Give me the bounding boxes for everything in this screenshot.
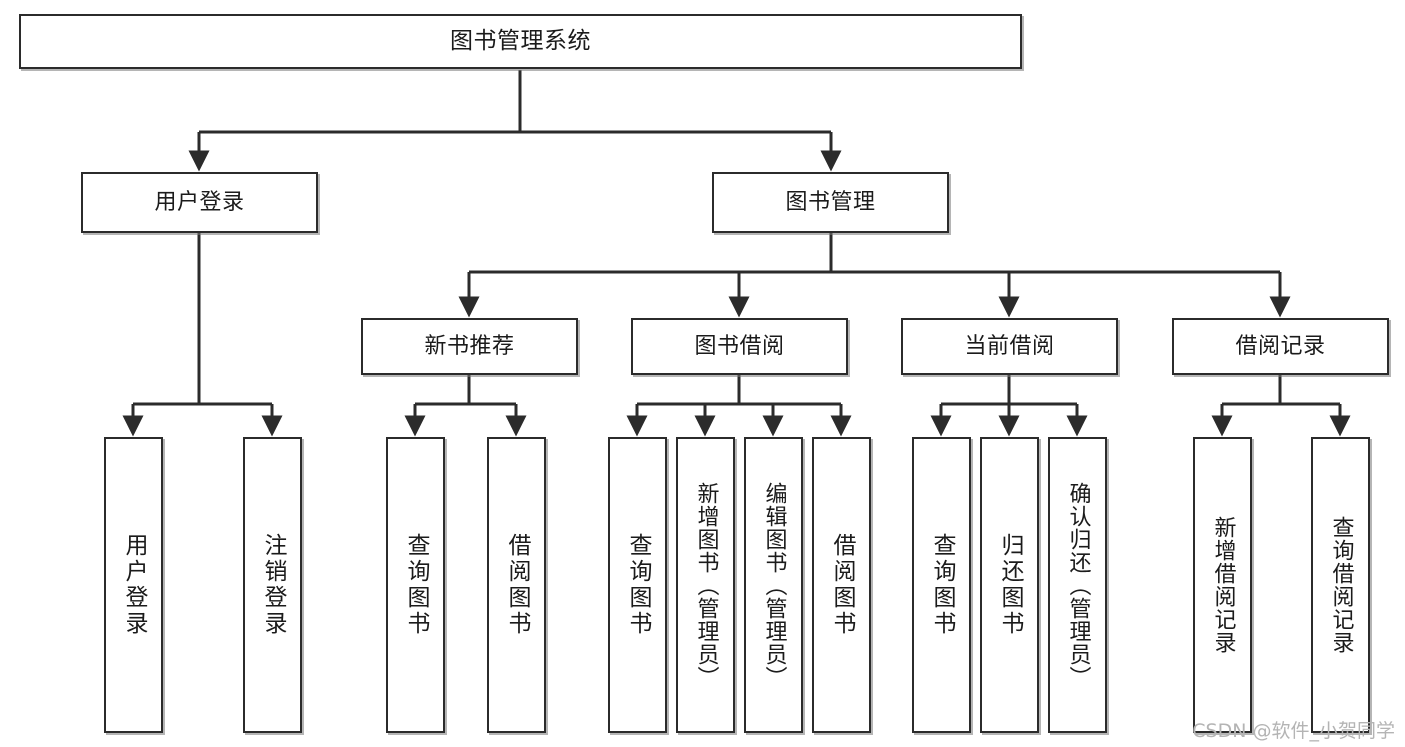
leaf-borrow-book-2-label: 借阅图书: [829, 533, 855, 637]
leaf-query-book-3[interactable]: 查询图书: [912, 437, 971, 733]
node-borrow-record-label: 借阅记录: [1235, 333, 1326, 359]
node-root-label: 图书管理系统: [450, 28, 591, 55]
leaf-edit-book-label: 编辑图书（管理员）: [761, 481, 787, 689]
leaf-query-book-2[interactable]: 查询图书: [608, 437, 667, 733]
leaf-borrow-book-1[interactable]: 借阅图书: [487, 437, 546, 733]
node-new-book-rec-label: 新书推荐: [424, 333, 515, 359]
node-user-login[interactable]: 用户登录: [81, 172, 318, 233]
leaf-query-record[interactable]: 查询借阅记录: [1311, 437, 1370, 733]
leaf-confirm-return[interactable]: 确认归还（管理员）: [1048, 437, 1107, 733]
leaf-borrow-book-1-label: 借阅图书: [504, 533, 530, 637]
node-book-borrow[interactable]: 图书借阅: [631, 318, 848, 375]
leaf-query-book-3-label: 查询图书: [929, 533, 955, 637]
leaf-return-book[interactable]: 归还图书: [980, 437, 1039, 733]
node-new-book-rec[interactable]: 新书推荐: [361, 318, 578, 375]
node-user-login-label: 用户登录: [154, 189, 245, 215]
leaf-user-login[interactable]: 用户登录: [104, 437, 163, 733]
leaf-user-login-label: 用户登录: [121, 533, 147, 637]
leaf-confirm-return-label: 确认归还（管理员）: [1065, 481, 1091, 689]
node-book-manage-label: 图书管理: [785, 189, 876, 215]
node-book-manage[interactable]: 图书管理: [712, 172, 949, 233]
leaf-logout[interactable]: 注销登录: [243, 437, 302, 733]
leaf-add-book-label: 新增图书（管理员）: [693, 481, 719, 689]
leaf-logout-label: 注销登录: [260, 533, 286, 637]
node-borrow-record[interactable]: 借阅记录: [1172, 318, 1389, 375]
leaf-add-book[interactable]: 新增图书（管理员）: [676, 437, 735, 733]
node-root[interactable]: 图书管理系统: [19, 14, 1022, 69]
leaf-query-book-1-label: 查询图书: [403, 533, 429, 637]
leaf-return-book-label: 归还图书: [997, 533, 1023, 637]
node-book-borrow-label: 图书借阅: [694, 333, 785, 359]
leaf-query-record-label: 查询借阅记录: [1328, 516, 1354, 654]
csdn-watermark: CSDN @软件_小贺同学: [1192, 720, 1395, 742]
leaf-query-book-2-label: 查询图书: [625, 533, 651, 637]
leaf-add-record-label: 新增借阅记录: [1210, 516, 1236, 654]
node-current-borrow-label: 当前借阅: [964, 333, 1055, 359]
leaf-query-book-1[interactable]: 查询图书: [386, 437, 445, 733]
leaf-add-record[interactable]: 新增借阅记录: [1193, 437, 1252, 733]
leaf-edit-book[interactable]: 编辑图书（管理员）: [744, 437, 803, 733]
leaf-borrow-book-2[interactable]: 借阅图书: [812, 437, 871, 733]
node-current-borrow[interactable]: 当前借阅: [901, 318, 1118, 375]
